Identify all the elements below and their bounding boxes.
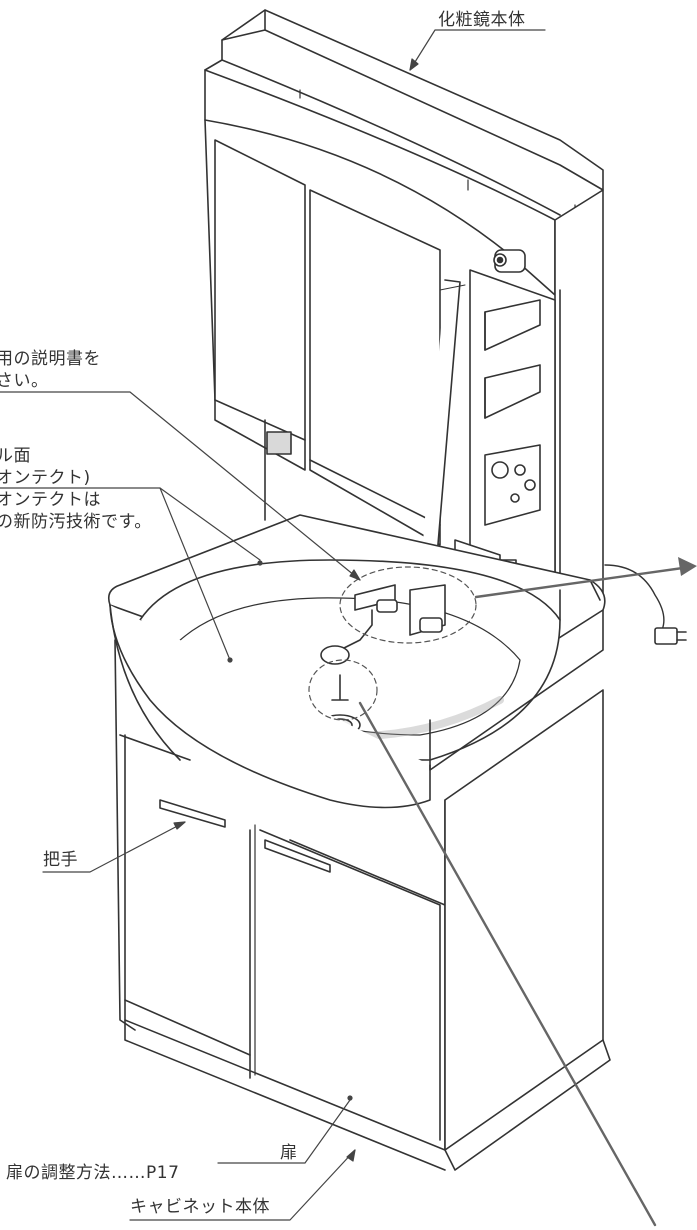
label-door-adjust: 扉の調整方法……P17 (6, 1163, 180, 1183)
label-bowl-line-1: ル面 (0, 446, 31, 466)
label-manual-line-2: さい。 (0, 371, 49, 391)
label-bowl-line-4: の新防汚技術です。 (0, 512, 152, 532)
power-cord (604, 564, 687, 645)
basin (107, 514, 606, 809)
label-cabinet-body: キャビネット本体 (130, 1197, 270, 1217)
label-manual-line-1: 用の説明書を (0, 349, 101, 369)
pointer-arrows (358, 557, 697, 1227)
callout-circles (308, 566, 477, 721)
label-door: 扉 (280, 1143, 298, 1163)
mirror-cabinet (204, 9, 604, 621)
cabinet (114, 639, 611, 1171)
label-handle: 把手 (43, 850, 78, 870)
label-bowl-line-3: オンテクトは (0, 490, 101, 510)
label-mirror-body: 化粧鏡本体 (438, 10, 526, 30)
label-bowl-line-2: オンテクト) (0, 468, 91, 488)
leader-lines (0, 29, 546, 1221)
